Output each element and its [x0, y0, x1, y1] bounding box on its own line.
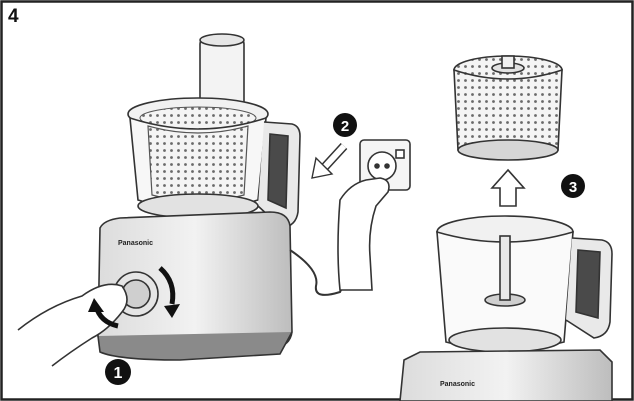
- sieve-basket-inserted: [147, 125, 249, 203]
- hand-inserting-plug: [337, 177, 390, 291]
- step-number: 4: [8, 6, 19, 27]
- callout-2: 2: [333, 113, 357, 137]
- bowl-without-basket: Panasonic: [399, 215, 613, 401]
- callout-1: 1: [105, 359, 131, 385]
- sieve-basket-removed: [453, 55, 563, 161]
- svg-text:2: 2: [341, 118, 349, 135]
- hand-turning-dial: [17, 283, 128, 367]
- brand-label-right: Panasonic: [440, 381, 475, 388]
- svg-text:3: 3: [569, 179, 577, 196]
- callout-3: 3: [561, 174, 585, 198]
- svg-text:1: 1: [114, 365, 123, 382]
- brand-label-left: Panasonic: [118, 240, 153, 247]
- wall-socket: [359, 139, 411, 191]
- lift-up-arrow: [490, 168, 526, 207]
- rotate-arrow-upper: [158, 266, 176, 305]
- food-processor-assembled: Panasonic: [97, 33, 301, 361]
